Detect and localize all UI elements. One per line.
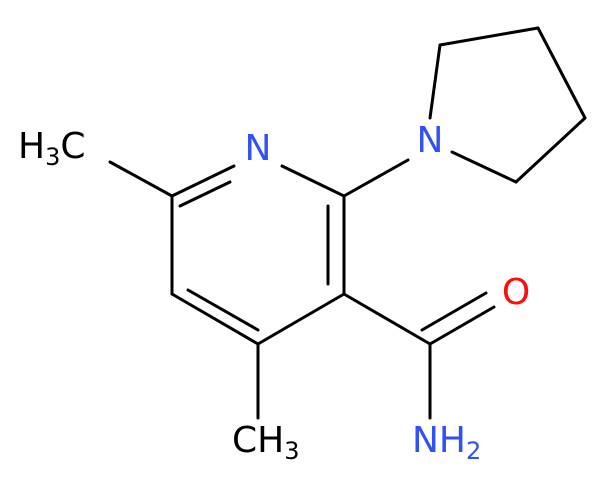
ch3-left-c: C [60,126,85,167]
bond-cc-cd [514,116,587,184]
nh2-sub: 2 [466,437,481,465]
bond-cd-npyr [450,150,518,184]
ch3-left-h: H [18,126,45,167]
atom-oxygen: O [502,272,530,313]
bond-c5-c4 [170,292,260,346]
ch3-left-sub: 3 [45,143,60,171]
bond-c4-c3 [256,292,346,346]
bond-c6-methyl [108,160,174,198]
bond-cb-cc [536,26,587,120]
bond-ccarb-o-inner [420,291,488,332]
bond-n-c6-inner [178,180,232,208]
atom-ch3-bottom: CH3 [232,420,300,465]
atom-n-ring: N [245,128,272,169]
bond-c2-npyr [342,158,410,198]
bond-c3-ccarb [342,292,432,346]
bond-n-c6 [170,164,236,198]
bond-c2-n [280,164,346,198]
ch3-bottom-ch: CH [232,420,284,461]
bond-ca-cb [438,26,540,47]
ch3-bottom-sub: 3 [284,437,299,465]
bond-ccarb-o [428,305,496,346]
atom-ch3-left: H3C [18,126,86,171]
bond-npyr-ca [428,43,442,120]
nh2-nh: NH [412,420,466,461]
bond-c5-c4-inner [186,288,260,332]
atom-nh2: NH2 [412,420,481,465]
atom-n-pyrrolidine: N [417,120,444,161]
